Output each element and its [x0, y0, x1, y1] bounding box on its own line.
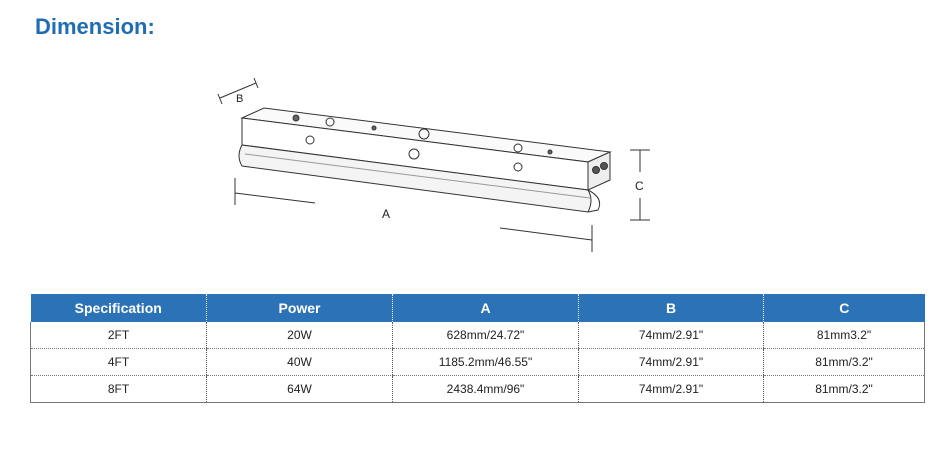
column-header-specification: Specification	[30, 294, 207, 322]
table-cell: 20W	[206, 322, 393, 349]
table-cell: 64W	[206, 375, 393, 403]
fixture-drawing-svg: B A C	[217, 77, 650, 252]
column-header-c: C	[763, 294, 925, 322]
dimension-spec-table: Specification Power A B C 2FT 20W 628mm/…	[30, 294, 925, 403]
table-cell: 81mm3.2"	[763, 322, 925, 349]
page-title: Dimension:	[35, 14, 155, 39]
column-header-power: Power	[206, 294, 393, 322]
column-header-b: B	[578, 294, 764, 322]
table-cell: 8FT	[30, 375, 207, 403]
column-header-a: A	[392, 294, 579, 322]
fixture-dimension-drawing: B A C	[200, 70, 660, 270]
table-row: 2FT 20W 628mm/24.72" 74mm/2.91" 81mm3.2"	[30, 322, 925, 349]
table-cell: 74mm/2.91"	[578, 322, 764, 349]
dimension-b-label: B	[236, 93, 243, 105]
table-cell: 81mm/3.2"	[763, 348, 925, 376]
dimension-c-label: C	[635, 179, 644, 193]
table-cell: 40W	[206, 348, 393, 376]
table-cell: 74mm/2.91"	[578, 375, 764, 403]
table-cell: 74mm/2.91"	[578, 348, 764, 376]
dimension-a-label: A	[382, 207, 390, 221]
table-row: 8FT 64W 2438.4mm/96" 74mm/2.91" 81mm/3.2…	[30, 375, 925, 403]
table-cell: 4FT	[30, 348, 207, 376]
table-cell: 2FT	[30, 322, 207, 349]
table-cell: 1185.2mm/46.55"	[392, 348, 579, 376]
table-cell: 628mm/24.72"	[392, 322, 579, 349]
table-row: 4FT 40W 1185.2mm/46.55" 74mm/2.91" 81mm/…	[30, 348, 925, 376]
table-header-row: Specification Power A B C	[30, 294, 925, 322]
table-cell: 81mm/3.2"	[763, 375, 925, 403]
table-cell: 2438.4mm/96"	[392, 375, 579, 403]
